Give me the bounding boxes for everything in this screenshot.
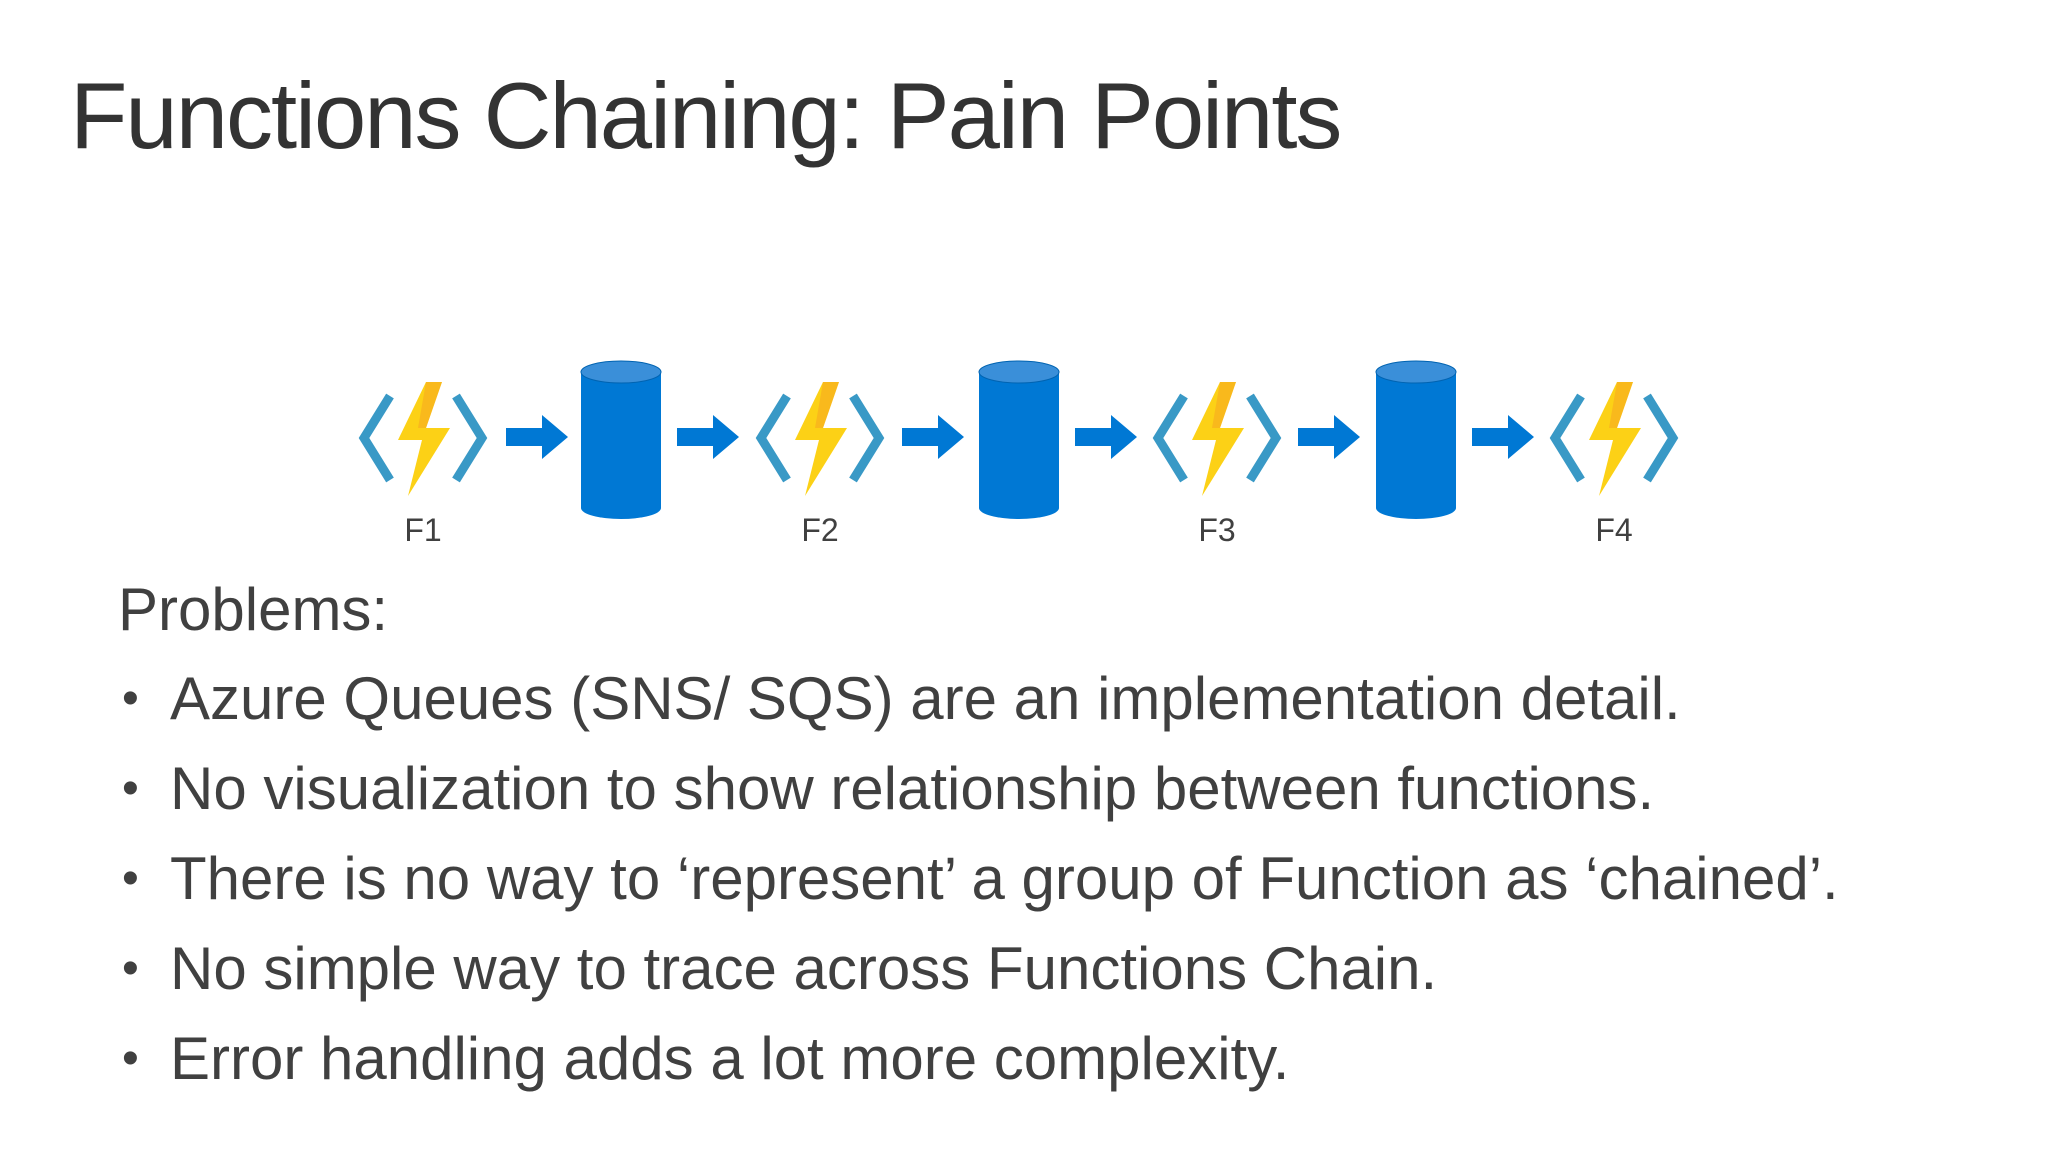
function-label-f3: F3 [1198, 512, 1236, 548]
list-item: • No simple way to trace across Function… [118, 924, 2018, 1014]
problem-text: Azure Queues (SNS/ SQS) are an implement… [170, 665, 1681, 732]
problem-text: Error handling adds a lot more complexit… [170, 1025, 1290, 1092]
right-arrow-icon [506, 415, 568, 459]
list-item: • Azure Queues (SNS/ SQS) are an impleme… [118, 654, 2018, 744]
problems-heading: Problems: [118, 576, 389, 643]
right-arrow-icon [1298, 415, 1360, 459]
azure-function-icon [755, 382, 885, 496]
right-arrow-icon [1472, 415, 1534, 459]
bullet: • [122, 1032, 139, 1085]
right-arrow-icon [677, 415, 739, 459]
list-item: • There is no way to ‘represent’ a group… [118, 834, 2018, 924]
function-label-f1: F1 [404, 512, 442, 548]
azure-function-icon [1152, 382, 1282, 496]
list-item: • No visualization to show relationship … [118, 744, 2018, 834]
queue-cylinder-icon [978, 360, 1060, 519]
bullet: • [122, 762, 139, 815]
slide-title: Functions Chaining: Pain Points [70, 63, 1342, 168]
function-label-f4: F4 [1595, 512, 1633, 548]
problem-text: No simple way to trace across Functions … [170, 935, 1438, 1002]
bullet: • [122, 942, 139, 995]
right-arrow-icon [902, 415, 964, 459]
azure-function-icon [1549, 382, 1679, 496]
list-item: • Error handling adds a lot more complex… [118, 1014, 2018, 1104]
function-chain-diagram: F1 F2 F3 [0, 360, 2048, 560]
problem-list: • Azure Queues (SNS/ SQS) are an impleme… [118, 654, 2018, 1104]
right-arrow-icon [1075, 415, 1137, 459]
bullet: • [122, 672, 139, 725]
function-label-f2: F2 [801, 512, 839, 548]
problems-section: Problems: • Azure Queues (SNS/ SQS) are … [118, 572, 2018, 1104]
problem-text: No visualization to show relationship be… [170, 755, 1655, 822]
azure-function-icon [358, 382, 488, 496]
bullet: • [122, 852, 139, 905]
queue-cylinder-icon [1375, 360, 1457, 519]
queue-cylinder-icon [580, 360, 662, 519]
problem-text: There is no way to ‘represent’ a group o… [170, 845, 1839, 912]
